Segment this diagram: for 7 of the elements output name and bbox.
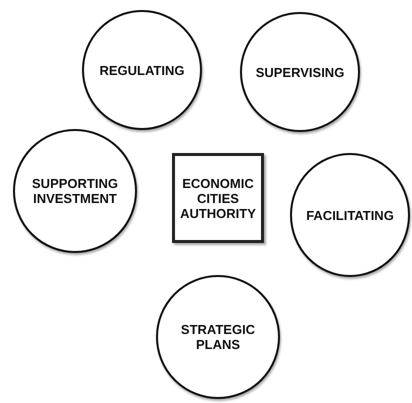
node-label: ECONOMIC CITIES AUTHORITY bbox=[179, 176, 257, 220]
node-label: STRATEGIC PLANS bbox=[180, 322, 256, 352]
central-box bbox=[172, 153, 264, 243]
node-label: REGULATING bbox=[100, 62, 184, 78]
node-label: SUPPORTING INVESTMENT bbox=[31, 176, 119, 206]
node-label: FACILITATING bbox=[306, 208, 394, 222]
node-label: SUPERVISING bbox=[256, 64, 344, 80]
